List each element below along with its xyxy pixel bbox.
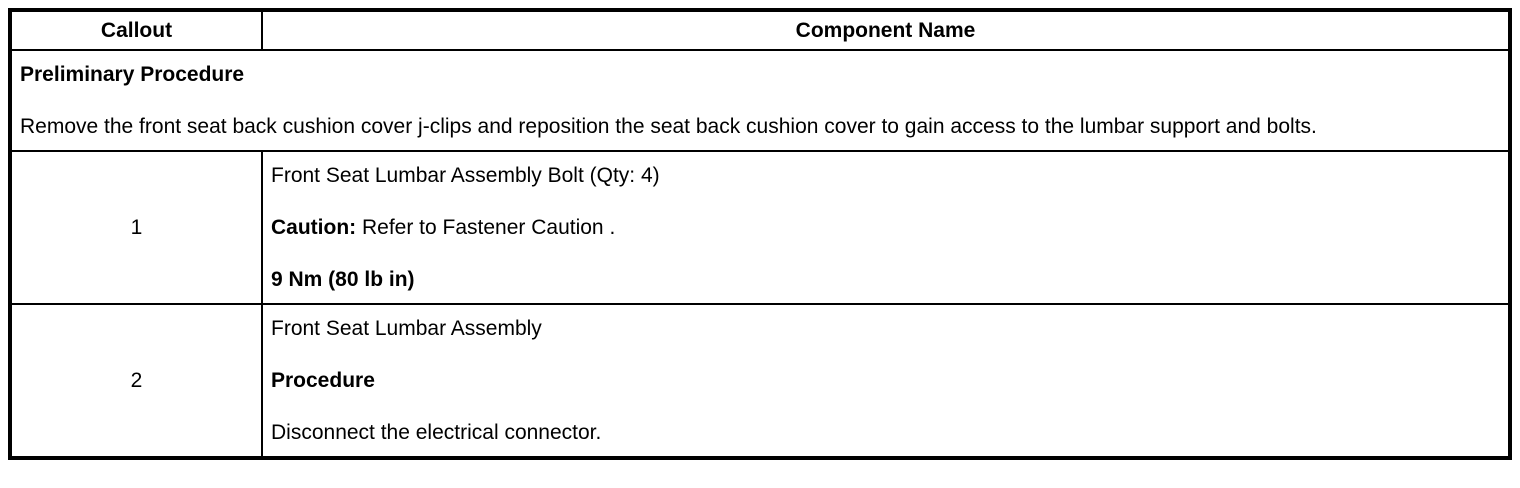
callout-component-table: Callout Component Name Preliminary Proce… (8, 8, 1512, 460)
torque-spec: 9 Nm (80 lb in) (271, 268, 415, 291)
callout-number-2: 2 (9, 303, 263, 459)
component-cell-1: Front Seat Lumbar Assembly Bolt (Qty: 4)… (261, 150, 1511, 305)
component-cell-2: Front Seat Lumbar Assembly Procedure Dis… (261, 303, 1511, 459)
component-name-1: Front Seat Lumbar Assembly Bolt (Qty: 4) (271, 164, 660, 187)
caution-line: Caution: Refer to Fastener Caution . (271, 215, 1500, 240)
preliminary-procedure-row: Preliminary Procedure Remove the front s… (9, 49, 1511, 152)
column-header-callout: Callout (9, 9, 263, 51)
procedure-text: Disconnect the electrical connector. (271, 421, 602, 444)
procedure-label: Procedure (271, 369, 375, 392)
callout-number-1: 1 (9, 150, 263, 305)
preliminary-procedure-cell: Preliminary Procedure Remove the front s… (9, 49, 1511, 152)
preliminary-procedure-title: Preliminary Procedure (20, 63, 245, 86)
table-row: 1 Front Seat Lumbar Assembly Bolt (Qty: … (9, 150, 1511, 305)
caution-label: Caution: (271, 216, 357, 239)
table-header-row: Callout Component Name (9, 9, 1511, 51)
caution-text: Refer to Fastener Caution . (356, 216, 616, 239)
column-header-component-name: Component Name (261, 9, 1511, 51)
table-row: 2 Front Seat Lumbar Assembly Procedure D… (9, 303, 1511, 459)
preliminary-procedure-body: Remove the front seat back cushion cover… (20, 115, 1317, 138)
component-name-2: Front Seat Lumbar Assembly (271, 317, 542, 340)
